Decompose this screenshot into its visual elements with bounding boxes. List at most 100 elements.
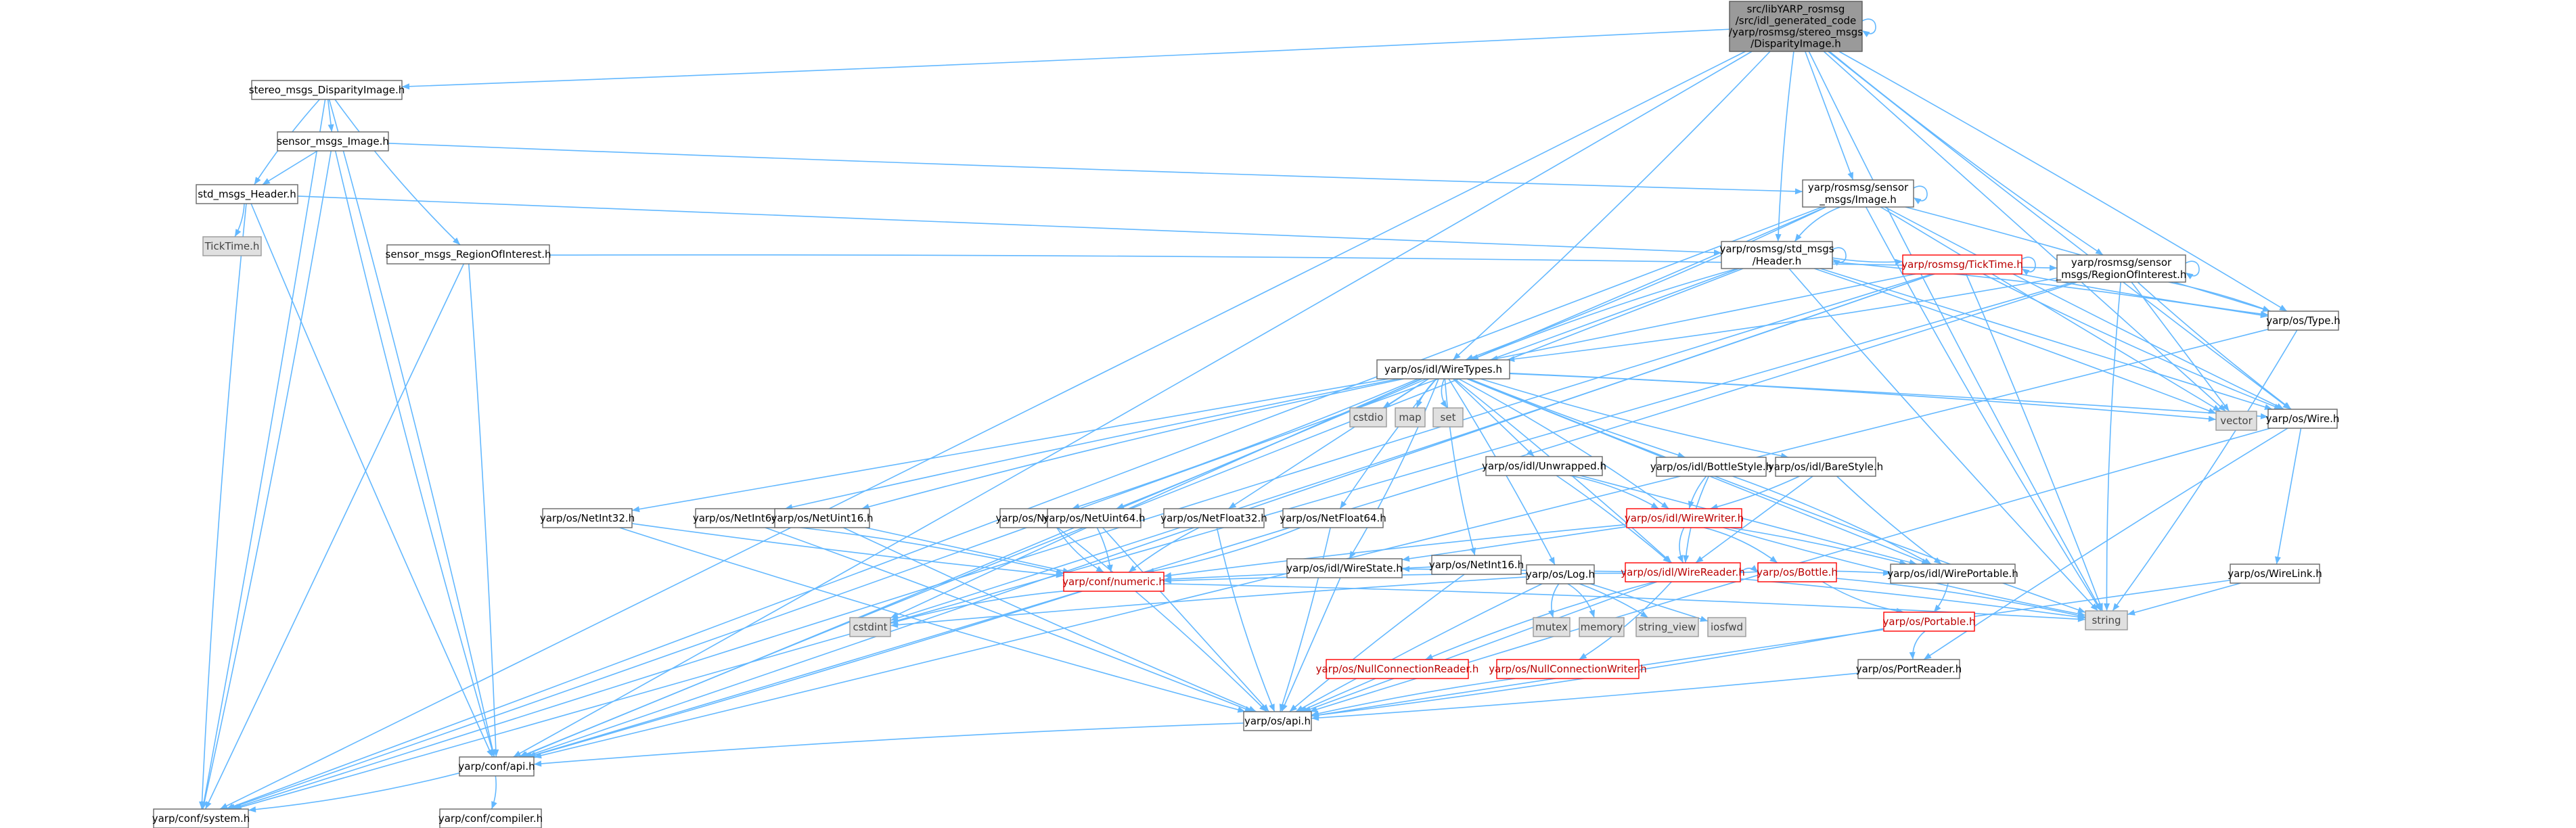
node-confapi[interactable]: yarp/conf/api.h (458, 756, 535, 777)
edge-sensor_roi-to-confapi (468, 263, 499, 758)
node-portable[interactable]: yarp/os/Portable.h (1883, 612, 1976, 632)
edge-wirewriter-to-wirereader (1677, 527, 1685, 564)
node-log[interactable]: yarp/os/Log.h (1526, 564, 1595, 584)
node-ostype[interactable]: yarp/os/Type.h (2266, 310, 2341, 331)
node-nullwriter[interactable]: yarp/os/NullConnectionWriter.h (1489, 659, 1647, 679)
node-sensor-roi[interactable]: sensor_msgs_RegionOfInterest.h (386, 244, 551, 264)
node-confsystem[interactable]: yarp/conf/system.h (152, 808, 250, 828)
node-root[interactable]: src/libYARP_rosmsg/src/idl_generated_cod… (1729, 1, 1863, 52)
node-box (1282, 508, 1384, 528)
node-string-view[interactable]: string_view (1635, 617, 1699, 637)
node-yr-roi[interactable]: yarp/rosmsg/sensor_msgs/RegionOfInterest… (2056, 254, 2187, 283)
node-box (251, 80, 403, 100)
edge-root-to-wiretypes (1452, 51, 1771, 361)
node-box (1286, 558, 1403, 578)
node-box (153, 808, 249, 828)
node-yr-tick[interactable]: yarp/rosmsg/TickTime.h (1901, 254, 2023, 275)
edge-bottlestyle-to-wireportable (1732, 476, 1932, 565)
node-label: yarp/os/NullConnectionReader.h (1316, 663, 1479, 675)
node-box (2085, 610, 2128, 630)
node-numeric[interactable]: yarp/conf/numeric.h (1062, 572, 1165, 592)
node-netuint64[interactable]: yarp/os/NetUint64.h (1043, 508, 1146, 528)
node-label: cstdint (853, 621, 887, 633)
node-label: TickTime.h (204, 240, 260, 252)
edge-yr_img-to-confsystem (225, 206, 1823, 810)
node-netfloat64[interactable]: yarp/os/NetFloat64.h (1280, 508, 1386, 528)
edge-wiretypes-to-set (1440, 378, 1448, 409)
edge-stereo-to-confsystem (200, 99, 326, 810)
edge-wiretypes-to-netfloat64 (1339, 378, 1437, 509)
node-memory[interactable]: memory (1579, 617, 1625, 637)
node-netuint16[interactable]: yarp/os/NetUint16.h (771, 508, 874, 528)
edge-netfloat32-to-numeric (1128, 527, 1200, 573)
node-box (1635, 617, 1699, 637)
node-bottlestyle[interactable]: yarp/os/idl/BottleStyle.h (1650, 457, 1772, 477)
node-barestyle[interactable]: yarp/os/idl/BareStyle.h (1768, 457, 1883, 477)
node-netint64[interactable]: yarp/os/NetInt64.h (693, 508, 788, 528)
node-sensor-img[interactable]: sensor_msgs_Image.h (277, 131, 389, 152)
node-wire[interactable]: yarp/os/Wire.h (2266, 409, 2340, 429)
node-wirestate[interactable]: yarp/os/idl/WireState.h (1286, 558, 1403, 578)
node-label: yarp/rosmsg/TickTime.h (1901, 258, 2023, 271)
node-box (1432, 407, 1464, 428)
node-wirereader[interactable]: yarp/os/idl/WireReader.h (1621, 562, 1745, 582)
node-box (2056, 254, 2186, 283)
node-box (1063, 572, 1165, 592)
node-mutex[interactable]: mutex (1533, 617, 1571, 637)
edge-netint16-to-osapi (1289, 574, 1465, 712)
node-label: yarp/os/Type.h (2266, 315, 2341, 327)
edge-root-to-yr_roi (1829, 51, 2104, 256)
edge-yr_img-to-yr_hdr (1794, 206, 1840, 242)
node-box (2215, 411, 2257, 431)
node-label: yarp/os/idl/WireState.h (1286, 562, 1402, 574)
node-set[interactable]: set (1432, 407, 1464, 428)
node-unwrapped[interactable]: yarp/os/idl/Unwrapped.h (1482, 456, 1606, 476)
edge-netfloat64-to-numeric (1146, 527, 1301, 574)
edge-yr_roi-to-ostype (2168, 281, 2271, 312)
edge-bottle-to-string (1836, 578, 2086, 619)
node-label: yarp/os/NetFloat32.h (1160, 512, 1267, 524)
node-box (1163, 508, 1265, 528)
node-netint32[interactable]: yarp/os/NetInt32.h (540, 508, 635, 528)
node-yr-img[interactable]: yarp/rosmsg/sensor_msgs/Image.h (1802, 179, 1914, 208)
node-iosfwd[interactable]: iosfwd (1707, 617, 1746, 637)
edge-wiretypes-to-netfloat32 (1228, 378, 1429, 509)
edge-osapi-to-confapi (533, 722, 1244, 767)
edge-wiretypes-to-barestyle (1480, 378, 1789, 459)
node-netint16[interactable]: yarp/os/NetInt16.h (1429, 555, 1524, 575)
node-string[interactable]: string (2085, 610, 2128, 630)
node-netfloat32[interactable]: yarp/os/NetFloat32.h (1160, 508, 1267, 528)
edge-std_hdr-to-ticktime (234, 203, 245, 237)
node-std-hdr[interactable]: std_msgs_Header.h (196, 184, 298, 204)
node-wiretypes[interactable]: yarp/os/idl/WireTypes.h (1376, 359, 1510, 380)
edge-barestyle-to-wirereader (1695, 476, 1813, 564)
node-nullreader[interactable]: yarp/os/NullConnectionReader.h (1316, 659, 1479, 679)
node-cstdint[interactable]: cstdint (849, 617, 891, 637)
node-stereo[interactable]: stereo_msgs_DisparityImage.h (249, 80, 405, 100)
edge-sensor_img-to-yr_img (388, 143, 1803, 195)
node-osapi[interactable]: yarp/os/api.h (1243, 711, 1312, 731)
node-cstdio[interactable]: cstdio (1349, 407, 1387, 428)
node-label: map (1399, 411, 1421, 423)
node-wirelink[interactable]: yarp/os/WireLink.h (2228, 564, 2322, 584)
edge-log-to-mutex (1547, 583, 1560, 618)
node-ticktime[interactable]: TickTime.h (202, 236, 262, 256)
node-label: yarp/os/Wire.h (2266, 413, 2340, 425)
edge-wiretypes-to-unwrapped (1453, 378, 1535, 457)
edge-netuint64-to-numeric (1096, 527, 1113, 573)
node-compiler[interactable]: yarp/conf/compiler.h (438, 808, 543, 828)
edge-unwrapped-to-wirereader (1556, 475, 1671, 564)
node-label: yarp/os/NetUint64.h (1043, 512, 1145, 524)
node-map[interactable]: map (1395, 407, 1426, 428)
node-yr-hdr[interactable]: yarp/rosmsg/std_msgs/Header.h (1719, 241, 1834, 269)
node-label: yarp/conf/system.h (152, 812, 250, 825)
node-wirewriter[interactable]: yarp/os/idl/WireWriter.h (1625, 508, 1744, 528)
node-label: memory (1581, 621, 1623, 633)
node-bottle[interactable]: yarp/os/Bottle.h (1757, 562, 1838, 582)
node-portreader[interactable]: yarp/os/PortReader.h (1856, 659, 1962, 679)
node-vector[interactable]: vector (2215, 411, 2257, 431)
node-box (1496, 659, 1640, 679)
node-wireportable[interactable]: yarp/os/idl/WirePortable.h (1887, 564, 2018, 584)
node-box (1802, 179, 1914, 208)
node-label: sensor_msgs_Image.h (277, 135, 389, 148)
